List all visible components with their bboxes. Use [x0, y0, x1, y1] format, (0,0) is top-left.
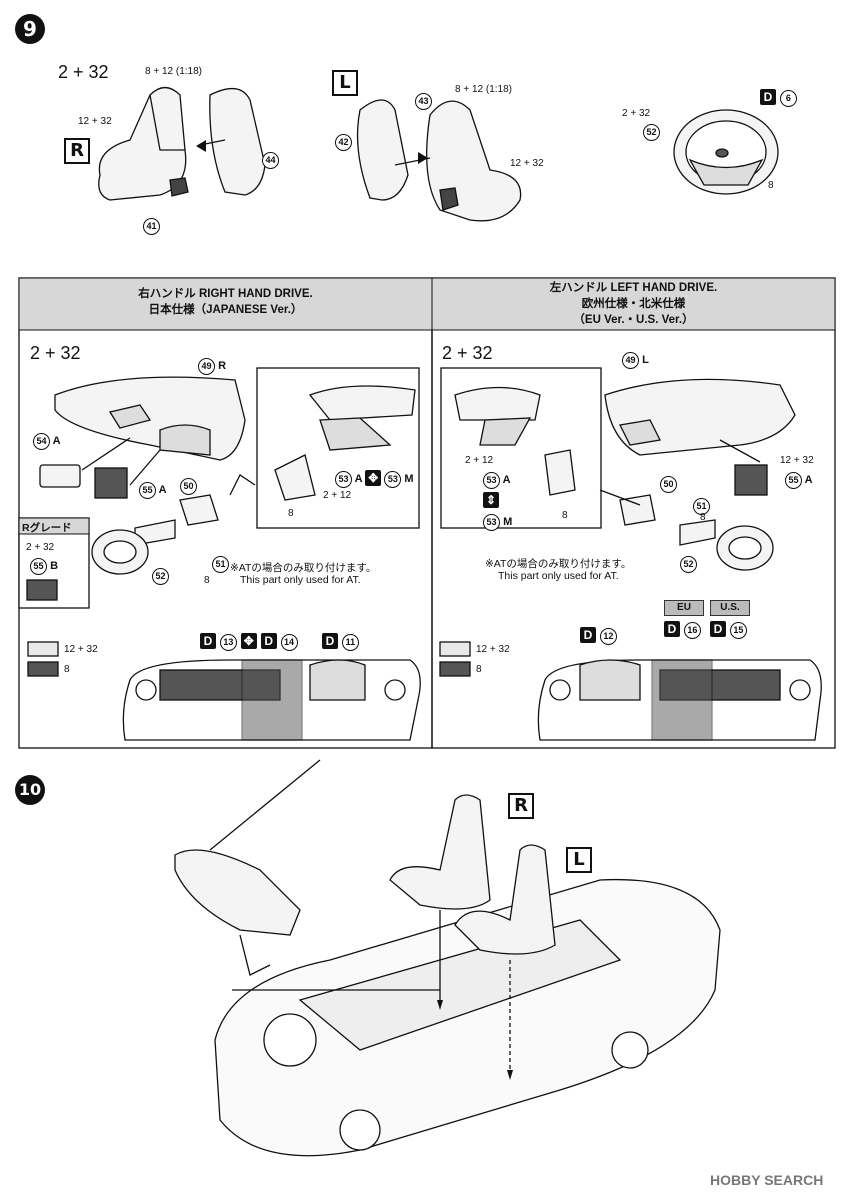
part-43-label: 43: [415, 93, 432, 110]
part-41-label: 41: [143, 218, 160, 235]
lhd-paint-55: 12 + 32: [780, 455, 814, 466]
rhd-decal-11: D 11: [322, 632, 359, 651]
lhd-header-line1: 左ハンドル LEFT HAND DRIVE.: [549, 282, 718, 294]
rhd-part-52-label: 52: [152, 568, 169, 585]
lhd-part-51-label: 51: [693, 498, 710, 515]
rhd-paint-53: 2 + 12: [323, 490, 352, 501]
seat-r-box-label: R: [64, 138, 90, 164]
seat-r-paint-main: 2 + 32: [58, 62, 109, 82]
lhd-part-50-label: 50: [660, 476, 677, 493]
rhd-part-50-label: 50: [180, 478, 197, 495]
rhd-grade-title: Rグレード: [22, 522, 72, 534]
part-42-label: 42: [335, 134, 352, 151]
seat-l-paint-top: 8 + 12 (1:18): [455, 84, 512, 95]
lhd-53-swap-icon: ⇕: [483, 492, 499, 508]
rhd-note-en: This part only used for AT.: [240, 574, 361, 586]
rhd-header-line2: 日本仕様（JAPANESE Ver.）: [148, 304, 303, 316]
rhd-part-54-label: 54 A: [33, 433, 61, 450]
lhd-part-55-label: 55 A: [785, 472, 813, 489]
part-52-label: 52: [643, 124, 660, 141]
step10-box-r: R: [508, 793, 534, 819]
rhd-grade-part-label: 55 B: [30, 558, 58, 575]
wheel-decal-label: D 6: [760, 88, 797, 107]
lhd-paint-8: 8: [700, 512, 706, 523]
rhd-legend-light: 12 + 32: [64, 644, 98, 655]
lhd-decal-12: D 12: [580, 626, 617, 645]
rhd-part-55-label: 55 A: [139, 482, 167, 499]
rhd-paint-main: 2 + 32: [30, 343, 81, 363]
step-9-number: 9: [15, 14, 45, 44]
rhd-note-jp: ※ATの場合のみ取り付けます。: [230, 562, 377, 574]
lhd-part-52-label: 52: [680, 556, 697, 573]
lhd-decal-16: D 16: [664, 620, 701, 639]
rhd-grade-paint: 2 + 32: [26, 542, 55, 553]
lhd-legend-light: 12 + 32: [476, 644, 510, 655]
step-10-number: 10: [15, 775, 45, 805]
wheel-paint-top: 2 + 32: [622, 108, 651, 119]
rhd-paint-8: 8: [204, 575, 210, 586]
watermark: HOBBY SEARCH: [710, 1172, 824, 1188]
rhd-part-49-label: 49 R: [198, 358, 226, 375]
rhd-header: 右ハンドル RIGHT HAND DRIVE. 日本仕様（JAPANESE Ve…: [19, 286, 432, 318]
rhd-part-53-label: 53 A ✥ 53 M: [335, 470, 414, 488]
wheel-paint-bottom: 8: [768, 180, 774, 191]
lhd-paint-8-inset: 8: [562, 510, 568, 521]
lhd-note-en: This part only used for AT.: [498, 570, 619, 582]
rhd-paint-8-inset: 8: [288, 508, 294, 519]
lhd-note-jp: ※ATの場合のみ取り付けます。: [485, 558, 632, 570]
lhd-part-49-label: 49 L: [622, 352, 649, 369]
lhd-tag-eu: EU: [664, 600, 704, 616]
lhd-header-line2: 欧州仕様・北米仕様: [581, 298, 686, 310]
rhd-legend-dark: 8: [64, 664, 70, 675]
lhd-paint-53: 2 + 12: [465, 455, 494, 466]
seat-r-paint-side: 12 + 32: [78, 116, 112, 127]
lhd-tag-us: U.S.: [710, 600, 750, 616]
seat-l-paint-side: 12 + 32: [510, 158, 544, 169]
lhd-part-53m-label: 53 M: [483, 514, 512, 531]
seat-r-paint-top: 8 + 12 (1:18): [145, 66, 202, 77]
seat-l-box-label: L: [332, 70, 358, 96]
lhd-paint-main: 2 + 32: [442, 343, 493, 363]
rhd-part-51-label: 51: [212, 556, 229, 573]
lhd-header: 左ハンドル LEFT HAND DRIVE. 欧州仕様・北米仕様 （EU Ver…: [432, 280, 835, 328]
lhd-part-53a-label: 53 A: [483, 472, 511, 489]
lhd-decal-15: D 15: [710, 620, 747, 639]
part-44-label: 44: [262, 152, 279, 169]
lhd-header-line3: （EU Ver.・U.S. Ver.）: [573, 314, 694, 326]
rhd-decal-13-14: D 13 ✥ D 14: [200, 632, 298, 651]
step10-box-l: L: [566, 847, 592, 873]
lhd-legend-dark: 8: [476, 664, 482, 675]
rhd-header-line1: 右ハンドル RIGHT HAND DRIVE.: [138, 288, 313, 300]
